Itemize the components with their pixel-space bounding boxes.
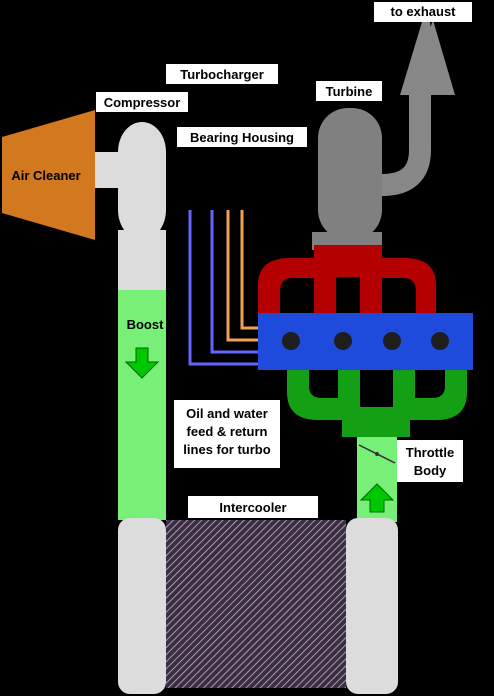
intercooler-left-tank [118, 518, 166, 694]
boost-text: Boost [127, 317, 165, 332]
boost-down-arrow-icon [124, 347, 160, 379]
boost-pipe [118, 290, 166, 520]
compressor-text: Compressor [104, 95, 181, 110]
label-turbine: Turbine [316, 81, 382, 101]
throttle-text-2: Body [414, 463, 447, 478]
oil-water-text-3: lines for turbo [183, 442, 270, 457]
label-bearing-housing: Bearing Housing [177, 127, 307, 147]
oil-water-text-2: feed & return [187, 424, 268, 439]
turbocharger-text: Turbocharger [180, 67, 264, 82]
label-to-exhaust: to exhaust [374, 2, 472, 22]
cylinder-3 [383, 332, 401, 350]
oil-water-text-1: Oil and water [186, 406, 268, 421]
turbine-text: Turbine [326, 84, 373, 99]
cylinder-2 [334, 332, 352, 350]
compressor-inlet [95, 152, 122, 188]
cylinder-4 [431, 332, 449, 350]
to-exhaust-text: to exhaust [390, 4, 456, 19]
exhaust-outlet [381, 20, 455, 196]
intercooler-text: Intercooler [219, 500, 286, 515]
label-turbocharger: Turbocharger [166, 64, 278, 84]
cylinder-1 [282, 332, 300, 350]
turbine-housing [318, 108, 382, 240]
label-compressor: Compressor [96, 92, 188, 112]
intercooler-core [166, 520, 346, 688]
exhaust-manifold [258, 245, 436, 318]
intake-manifold [287, 370, 467, 437]
label-throttle-body: Throttle Body [397, 440, 463, 482]
intercooler-right-tank [346, 518, 398, 694]
throttle-up-arrow-icon [359, 483, 395, 513]
throttle-text-1: Throttle [406, 445, 454, 460]
label-oil-water-lines: Oil and water feed & return lines for tu… [174, 400, 280, 468]
compressor-housing [118, 122, 166, 240]
label-intercooler: Intercooler [188, 496, 318, 518]
bearing-housing-text: Bearing Housing [190, 130, 294, 145]
air-cleaner-text: Air Cleaner [11, 168, 80, 183]
oil-water-lines [188, 210, 260, 366]
air-cleaner [2, 110, 95, 240]
